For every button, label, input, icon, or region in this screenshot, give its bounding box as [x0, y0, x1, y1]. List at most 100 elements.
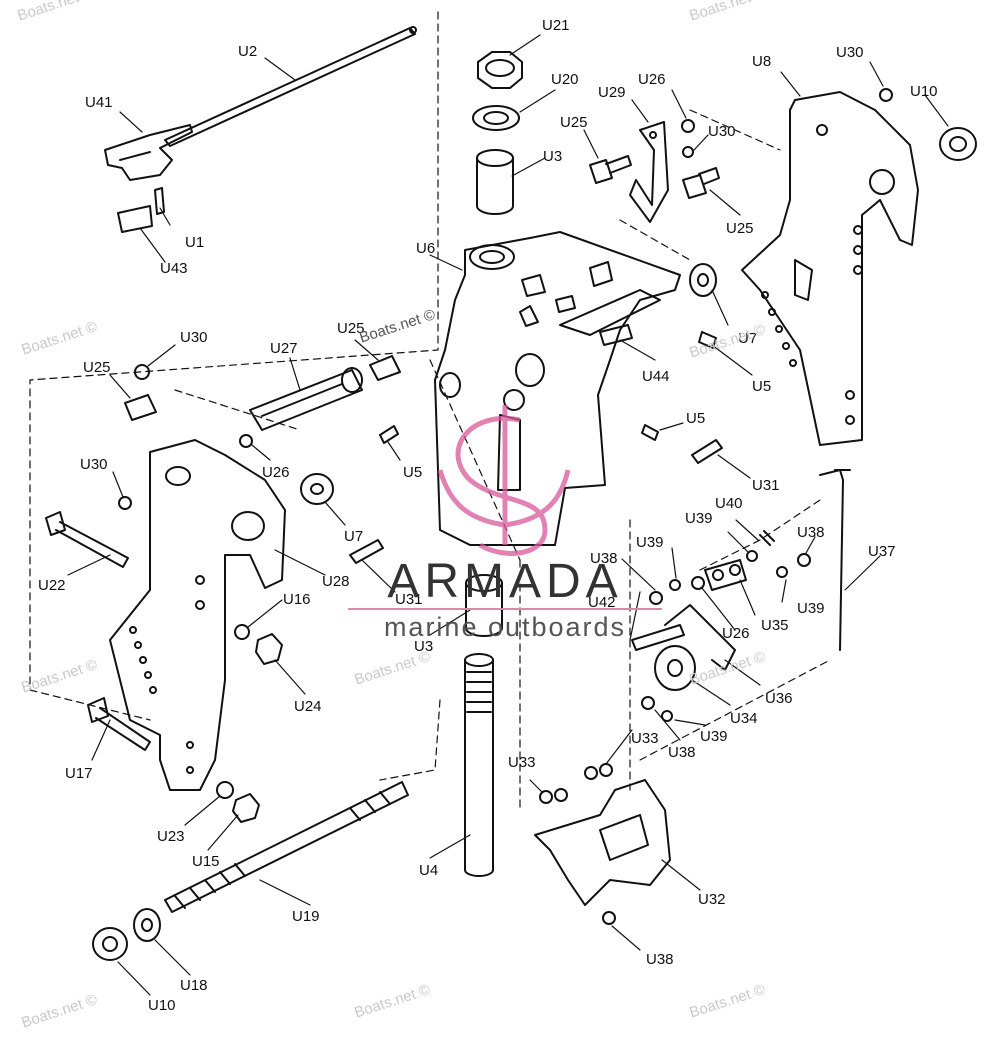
part-u6-swivel-bracket — [434, 231, 681, 546]
label-u26-left: U26 — [262, 464, 290, 481]
label-u25-lever: U25 — [337, 320, 365, 337]
label-u29: U29 — [598, 84, 626, 101]
label-u10-top: U10 — [910, 83, 938, 100]
brand-wordmark: ARMADA marine outboards — [340, 558, 670, 642]
part-u3-lower-bushing — [465, 574, 503, 637]
label-u25-left: U25 — [83, 359, 111, 376]
brand-name: ARMADA — [387, 555, 623, 608]
part-u30-lockwasher-left — [134, 364, 150, 380]
callout-labels: U2 U41 U1 U43 U21 U20 U3 U29 U26 U30 U8 … — [38, 17, 938, 1014]
part-u7-washer-left — [300, 473, 334, 505]
part-u2-tiller-rod — [164, 26, 417, 147]
part-u3-upper-bushing — [476, 149, 514, 215]
part-u41-lock-lever — [104, 124, 193, 181]
part-u20-washer — [472, 105, 520, 131]
label-u19: U19 — [292, 908, 320, 925]
part-u33-fasteners — [539, 763, 613, 804]
label-u39-c: U39 — [797, 600, 825, 617]
part-u30-lockwasher-u8 — [879, 88, 893, 102]
label-u38-d: U38 — [646, 951, 674, 968]
part-u25-bolt-lever — [369, 355, 401, 381]
label-u17: U17 — [65, 765, 93, 782]
label-u30-clamp: U30 — [80, 456, 108, 473]
part-u21-top-nut — [477, 51, 523, 89]
label-u25-top: U25 — [560, 114, 588, 131]
label-u39-b: U39 — [636, 534, 664, 551]
part-u23-washer — [216, 781, 234, 799]
brand-divider — [348, 608, 662, 610]
label-u18: U18 — [180, 977, 208, 994]
label-u6: U6 — [416, 240, 435, 257]
part-u40-spring — [759, 530, 775, 546]
label-u39-a: U39 — [685, 510, 713, 527]
label-u5-right: U5 — [752, 378, 771, 395]
label-u20: U20 — [551, 71, 579, 88]
part-u18-washer — [133, 908, 161, 942]
label-u37: U37 — [868, 543, 896, 560]
label-u31-right: U31 — [752, 477, 780, 494]
part-u30-lockwasher-top — [682, 146, 694, 158]
part-u17-clamp-bolt-lower — [87, 697, 151, 751]
part-u10-nut-u8 — [939, 127, 977, 161]
label-u5-left: U5 — [403, 464, 422, 481]
part-u42-pin — [631, 624, 685, 651]
part-u25-bolt-top-left — [589, 155, 632, 184]
label-u38-a: U38 — [797, 524, 825, 541]
part-u26-washer-top — [681, 119, 695, 133]
label-u3-lower: U3 — [414, 638, 433, 655]
label-u38-c: U38 — [668, 744, 696, 761]
label-u2: U2 — [238, 43, 257, 60]
part-u35-link — [704, 559, 747, 591]
label-u34: U34 — [730, 710, 758, 727]
label-u36: U36 — [765, 690, 793, 707]
part-u34-cam — [654, 645, 696, 691]
part-u5-grease-fitting-right2 — [641, 424, 659, 441]
part-u31-pin-right — [691, 439, 723, 464]
label-u43: U43 — [160, 260, 188, 277]
part-u31-pin-left — [349, 539, 384, 564]
label-u33-left: U33 — [508, 754, 536, 771]
label-u21: U21 — [542, 17, 570, 34]
part-u7-washer-right — [689, 263, 717, 297]
label-u30-top: U30 — [708, 123, 736, 140]
label-u4: U4 — [419, 862, 438, 879]
label-u28: U28 — [322, 573, 350, 590]
part-u29-lock-plate — [629, 121, 669, 223]
part-u37-tilt-rod — [819, 469, 851, 651]
label-u30-left: U30 — [180, 329, 208, 346]
brand-tagline: marine outboards — [383, 612, 627, 642]
label-u35: U35 — [761, 617, 789, 634]
part-u30-lockwasher-clamp — [118, 496, 132, 510]
label-u3-upper: U3 — [543, 148, 562, 165]
label-u16: U16 — [283, 591, 311, 608]
part-u26-washer-left — [239, 434, 253, 448]
label-u38-b: U38 — [590, 550, 618, 567]
part-u28-port-clamp-bracket — [109, 439, 286, 791]
label-u7-left: U7 — [344, 528, 363, 545]
part-u25-bolt-top-right — [682, 167, 720, 199]
label-u44: U44 — [642, 368, 670, 385]
part-u8-starboard-clamp-bracket — [741, 91, 919, 446]
part-u4-steering-shaft — [464, 653, 494, 877]
part-u5-grease-fitting-right — [698, 331, 717, 349]
part-u36-lock-rod — [664, 604, 736, 671]
part-u24-nut — [255, 633, 283, 665]
label-u30-u8: U30 — [836, 44, 864, 61]
part-u10-nut-lower — [92, 927, 128, 961]
part-u25-bolt-left — [124, 394, 157, 421]
leader-lines — [67, 34, 949, 996]
part-u19-through-bolt — [164, 781, 409, 913]
part-u5-grease-fitting-mid — [379, 425, 399, 444]
label-u23: U23 — [157, 828, 185, 845]
part-u43-clip — [117, 205, 153, 233]
label-u8: U8 — [752, 53, 771, 70]
label-u24: U24 — [294, 698, 322, 715]
label-u10-lower: U10 — [148, 997, 176, 1014]
label-u1: U1 — [185, 234, 204, 251]
part-u39-washers — [661, 550, 788, 722]
label-u41: U41 — [85, 94, 113, 111]
part-u16-washer — [234, 624, 250, 640]
part-u1-spring-pin — [154, 187, 165, 215]
label-u40: U40 — [715, 495, 743, 512]
